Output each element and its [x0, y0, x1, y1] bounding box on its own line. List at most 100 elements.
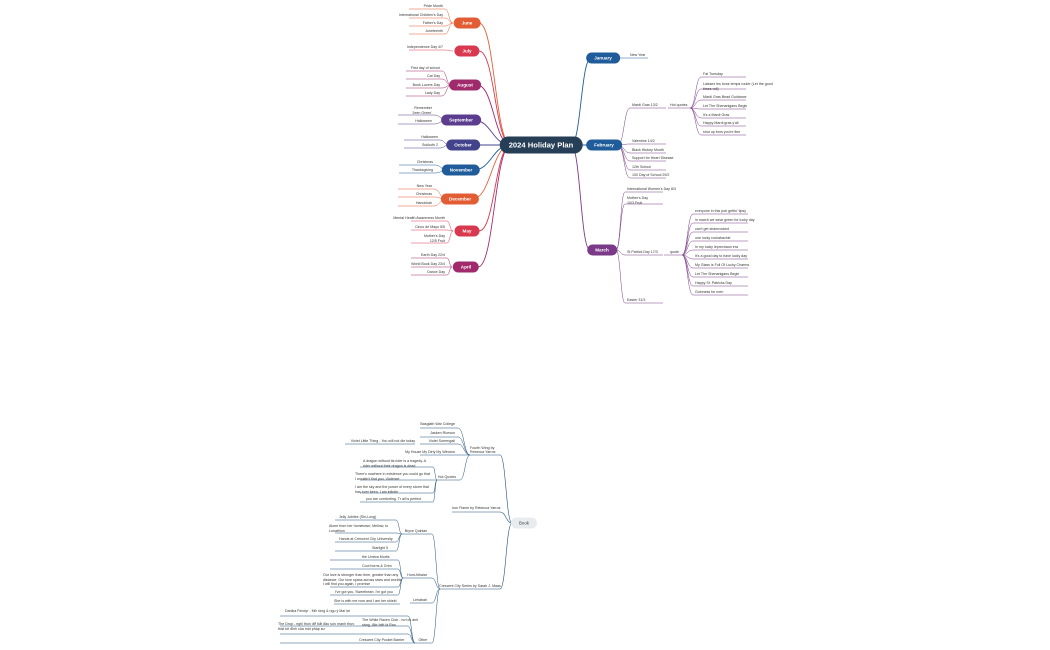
- other-node[interactable]: Other: [418, 638, 428, 642]
- branch-march[interactable]: March: [587, 244, 617, 256]
- march-quote-9[interactable]: Guinness for men: [695, 290, 724, 294]
- march-quote-2[interactable]: can't get shamrocked: [695, 227, 730, 231]
- fw-hot-quotes-label[interactable]: Hot Quotes: [437, 475, 457, 479]
- leaf-may-2[interactable]: Mother's Day 12/5 Fruit: [423, 234, 445, 243]
- feb-quote-1[interactable]: Laissez les bons temps rouler (Let the g…: [703, 82, 773, 91]
- feb-quote-6[interactable]: shut up bros you're fine: [703, 130, 741, 134]
- bryce-node[interactable]: Bryce Quinlan: [404, 529, 428, 533]
- leaf-december-0[interactable]: New Year: [416, 184, 432, 188]
- leaf-november-0[interactable]: Christmas: [416, 160, 433, 164]
- branch-february[interactable]: February: [586, 139, 622, 151]
- branch-june[interactable]: June: [453, 17, 481, 29]
- lehabah-node[interactable]: Lehabah: [413, 598, 427, 602]
- branch-august[interactable]: August: [449, 79, 481, 91]
- leaf-july-0[interactable]: Independence Day 4/7: [406, 45, 443, 49]
- other-child-2[interactable]: The Drop - nghi thức để bắt đầu sức mạnh…: [278, 622, 355, 631]
- bryce-child-1[interactable]: Alone from her hometown; Mellow, to Luna…: [329, 524, 389, 533]
- march-quote-1[interactable]: in march we wear green for lucky day: [695, 218, 755, 222]
- hunt-child-2[interactable]: Our love is stronger than time, greater …: [323, 573, 403, 587]
- branch-july[interactable]: July: [454, 45, 480, 57]
- branch-november[interactable]: November: [441, 164, 481, 176]
- hunt-node[interactable]: Hunt Athalar: [407, 573, 427, 577]
- fw-hot-1[interactable]: A dragon without its rider is a tragedy.…: [363, 459, 426, 468]
- leaf-june-1[interactable]: International Children's Day: [398, 13, 443, 17]
- leaf-september-0[interactable]: Remember 'Jeen Green': [411, 106, 432, 115]
- hunt-child-1[interactable]: Cool horns & Grim: [362, 564, 392, 568]
- branch-april[interactable]: April: [452, 261, 480, 273]
- branch-january[interactable]: January: [586, 52, 620, 64]
- leaf-june-2[interactable]: Father's Day: [422, 21, 443, 25]
- leaf-february-5[interactable]: 100 Day of School 29/2: [632, 173, 670, 177]
- hunt-child-0[interactable]: the Umbra Mortis: [362, 555, 390, 559]
- leaf-june-3[interactable]: Juneteenth: [425, 29, 443, 33]
- march-quote-3[interactable]: one lucky rockabachie: [695, 236, 731, 240]
- leaf-february-2[interactable]: Black History Month: [632, 148, 664, 152]
- leaf-february-0[interactable]: Mardi Gras 13/2: [632, 103, 658, 107]
- iron-flame-node[interactable]: Iron Flame by Rebecca Yarros: [452, 506, 501, 510]
- other-child-3[interactable]: Crescent City Pocket Barrier: [359, 638, 405, 642]
- fw-child-0[interactable]: Basgiath War College: [420, 422, 455, 426]
- leaf-april-2[interactable]: Dance Day: [427, 270, 445, 274]
- february-hot-quotes[interactable]: Hot quotes: [670, 103, 688, 107]
- feb-quote-0[interactable]: Fat Tuesday: [703, 72, 723, 76]
- feb-quote-5[interactable]: Happy Mardi gras y'all: [703, 121, 739, 125]
- branch-october[interactable]: October: [446, 139, 480, 151]
- bryce-child-2[interactable]: Hands at Crescent City University: [339, 537, 393, 541]
- branch-december[interactable]: December: [440, 193, 480, 205]
- bryce-child-0[interactable]: Jelly Jubilee (Shi-Long): [339, 515, 377, 519]
- march-quote-0[interactable]: everyone in this pub gettin' tipsy: [695, 209, 747, 213]
- leaf-april-0[interactable]: Earth Day 22/4: [421, 253, 445, 257]
- central-topic[interactable]: 2024 Holiday Plan: [499, 136, 583, 154]
- leaf-december-2[interactable]: Hanukkah: [415, 201, 432, 205]
- leaf-august-2[interactable]: Book Lovers Day: [412, 83, 440, 87]
- leaf-march-1[interactable]: Mother's Day 10/3 Fruit: [627, 196, 649, 205]
- march-quote-4[interactable]: In my lucky leprechaun era: [695, 245, 738, 249]
- branch-may[interactable]: May: [454, 225, 480, 237]
- leaf-october-1[interactable]: Sukkoth 2: [422, 143, 438, 147]
- fw-hot-0[interactable]: My House My Dirty My Window: [405, 450, 455, 454]
- feb-quote-3[interactable]: Let The Shenanigans Begin: [703, 104, 748, 108]
- leaf-august-1[interactable]: Cat Day: [427, 74, 440, 78]
- leaf-march-0[interactable]: International Women's Day 8/3: [627, 187, 676, 191]
- quote-link: [689, 88, 702, 109]
- fw-hot-4[interactable]: you are comforting. Tr all is perfect: [366, 497, 422, 501]
- fw-violet-quote[interactable]: Violet Little Thing - You will not die t…: [350, 439, 415, 443]
- leaf-march-2[interactable]: St Patrick Day 17/3: [627, 250, 658, 254]
- leaf-june-0[interactable]: Pride Month: [423, 4, 443, 8]
- leaf-august-0[interactable]: First day of school: [410, 66, 440, 70]
- leaf-february-3[interactable]: Support for Heart Disease: [632, 156, 674, 160]
- hunt-child-3[interactable]: I've got you, Sweetheart. I'm got you: [335, 590, 393, 594]
- other-child-1[interactable]: The White Raven Club - nơi có ánh sáng, …: [362, 618, 419, 627]
- other-child-0[interactable]: Danika Fendyr - Mở rộng & ngụ ý Mai lợi: [285, 609, 351, 613]
- fw-hot-3[interactable]: I am the sky and the power of every stor…: [355, 485, 429, 494]
- lehabah-child-0[interactable]: She is with me now and I am her shield: [334, 599, 397, 603]
- feb-quote-4[interactable]: It's a Mardi Gras: [703, 113, 730, 117]
- leaf-december-1[interactable]: Christmas: [415, 192, 432, 196]
- march-quote-6[interactable]: My Glass is Full Of Lucky Charms: [695, 263, 750, 267]
- leaf-may-0[interactable]: Mental Health Awareness Month: [393, 216, 445, 220]
- march-quote-8[interactable]: Happy St. Patricks Day: [695, 281, 732, 285]
- leaf-september-1[interactable]: Halloween: [415, 119, 432, 123]
- book-root[interactable]: Book: [510, 517, 538, 529]
- leaf-january-0[interactable]: New Year: [630, 53, 646, 57]
- bryce-child-3[interactable]: Starlight 5: [372, 546, 389, 550]
- leaf-august-3[interactable]: Lady Day: [424, 91, 440, 95]
- leaf-february-4[interactable]: 12th School: [632, 165, 651, 169]
- fw-hot-2[interactable]: There's nowhere in existence you could g…: [355, 472, 431, 481]
- leaf-may-1[interactable]: Cinco de Mayo 5/5: [415, 225, 445, 229]
- leaf-march-3[interactable]: Easter 31/3: [627, 298, 646, 302]
- fourth-wing-node[interactable]: Fourth Wing by Rebecca Yarros: [470, 446, 496, 454]
- leaf-november-1[interactable]: Thanksgiving: [411, 168, 433, 172]
- march-quote-5[interactable]: It's a good day to have lucky day: [695, 254, 748, 258]
- branch-september[interactable]: September: [441, 114, 481, 126]
- feb-quote-2[interactable]: Mardi Gras Bead Guidance: [703, 95, 747, 99]
- fw-child-2[interactable]: Violet Sorrengail: [428, 439, 455, 443]
- fw-child-1[interactable]: Jasken Riorson: [430, 431, 455, 435]
- hot-link: [432, 466, 438, 481]
- march-quote-label[interactable]: quote: [670, 250, 679, 254]
- crescent-node[interactable]: Crescent City Series by Sarah J. Maas: [439, 584, 501, 588]
- leaf-october-0[interactable]: Halloween: [421, 135, 438, 139]
- march-quote-7[interactable]: Let The Shenanigans Begin: [695, 272, 740, 276]
- leaf-february-1[interactable]: Valentine 14/2: [632, 139, 655, 143]
- leaf-april-1[interactable]: World Book Day 23/4: [411, 262, 445, 266]
